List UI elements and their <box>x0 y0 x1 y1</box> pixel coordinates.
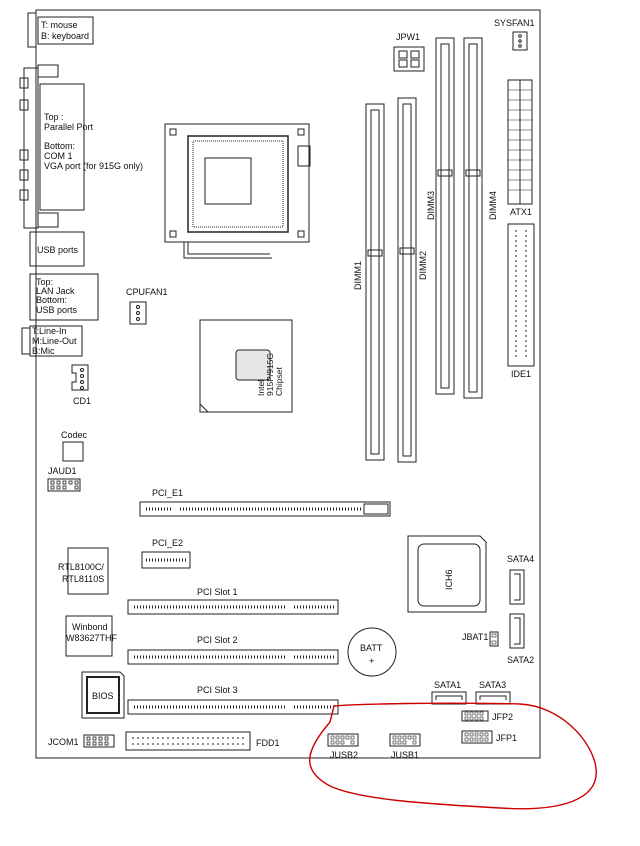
jfp2-header: JFP2 <box>461 710 513 722</box>
line-out-label: M:Line-Out <box>32 336 77 346</box>
sata4-connector: SATA4 <box>507 554 534 605</box>
parallel-bottom-label: Bottom: <box>44 141 75 151</box>
jaud1-label: JAUD1 <box>48 466 77 476</box>
jbat1-label: JBAT1 <box>462 632 488 642</box>
sata4-label: SATA4 <box>507 554 534 564</box>
fdd1-label: FDD1 <box>256 738 280 748</box>
board-outline <box>35 9 541 759</box>
cd1-label: CD1 <box>73 396 91 406</box>
com1-label: COM 1 <box>44 151 73 161</box>
dimm1-label: DIMM1 <box>353 261 363 290</box>
jusb1-label: JUSB1 <box>391 750 419 760</box>
cd1-connector: CD1 <box>71 364 91 406</box>
parallel-com-vga-port: Top : Parallel Port Bottom: COM 1 VGA po… <box>19 64 143 229</box>
cpu-socket <box>164 123 311 259</box>
pci-e1-label: PCI_E1 <box>152 488 183 498</box>
pci-e2-slot: PCI_E2 <box>141 538 191 569</box>
cpufan1-label: CPUFAN1 <box>126 287 168 297</box>
pci-slot3-label: PCI Slot 3 <box>197 685 238 695</box>
codec-label: Codec <box>61 430 88 440</box>
highlight-annotation <box>309 702 597 810</box>
pci-slot-1: PCI Slot 1 <box>127 587 339 615</box>
sata1-label: SATA1 <box>434 680 461 690</box>
bios-label: BIOS <box>92 691 114 701</box>
jfp2-label: JFP2 <box>492 712 513 722</box>
mic-label: B:Mic <box>32 346 55 356</box>
parallel-port-label: Parallel Port <box>44 122 94 132</box>
line-in-label: T:Line-In <box>32 326 67 336</box>
chipset-label-3: Chipset <box>274 367 284 396</box>
lan-top-label: Top: <box>36 277 53 287</box>
batt-label: BATT <box>360 643 383 653</box>
jbat1-jumper: JBAT1 <box>462 631 499 647</box>
vga-label: VGA port (for 915G only) <box>44 161 143 171</box>
lan-controller-chip: RTL8100C/ RTL8110S <box>58 547 109 595</box>
bios-chip: BIOS <box>81 671 125 719</box>
ich6-label: ICH6 <box>444 569 454 590</box>
atx1-label: ATX1 <box>510 207 532 217</box>
batt-plus-label: + <box>369 656 374 666</box>
sata3-label: SATA3 <box>479 680 506 690</box>
sata2-connector: SATA2 <box>507 613 534 665</box>
jaud1-header: JAUD1 <box>47 466 81 492</box>
rtl-label-1: RTL8100C/ <box>58 562 104 572</box>
jpw1-label: JPW1 <box>396 32 420 42</box>
dimm2-label: DIMM2 <box>418 251 428 280</box>
pci-e2-label: PCI_E2 <box>152 538 183 548</box>
super-io-chip: Winbond W83627THF <box>65 615 118 657</box>
battery: BATT + <box>347 627 397 677</box>
chipset-label-2: 915P/915G <box>265 353 275 396</box>
codec-chip: Codec <box>61 430 88 462</box>
audio-jacks: T:Line-In M:Line-Out B:Mic <box>21 325 83 357</box>
ide1-connector: IDE1 <box>507 223 535 379</box>
keyboard-label: B: keyboard <box>41 31 89 41</box>
sysfan1-connector: SYSFAN1 <box>494 18 535 51</box>
winbond-label-2: W83627THF <box>66 633 118 643</box>
southbridge-ich6: ICH6 <box>407 535 487 613</box>
northbridge-chipset: Intel 915P/915G Chipset <box>199 319 293 413</box>
winbond-label-1: Winbond <box>72 622 108 632</box>
pci-e1-slot: PCI_E1 <box>139 488 391 517</box>
jfp1-header: JFP1 <box>461 730 517 744</box>
pci-slot1-label: PCI Slot 1 <box>197 587 238 597</box>
dimm2-slot: DIMM2 <box>397 97 428 463</box>
jcom1-label: JCOM1 <box>48 737 79 747</box>
jfp1-label: JFP1 <box>496 733 517 743</box>
jusb1-header: JUSB1 <box>389 733 421 760</box>
dimm3-label: DIMM3 <box>426 191 436 220</box>
pci-slot-2: PCI Slot 2 <box>127 635 339 665</box>
usb-ports: USB ports <box>29 231 85 267</box>
rtl-label-2: RTL8110S <box>62 574 104 584</box>
chipset-label-1: Intel <box>256 380 266 396</box>
dimm1-slot: DIMM1 <box>353 103 385 461</box>
jusb2-header: JUSB2 <box>327 733 359 760</box>
dimm3-slot: DIMM3 <box>426 37 455 395</box>
mouse-label: T: mouse <box>41 20 78 30</box>
sata1-connector: SATA1 <box>431 680 467 705</box>
lan-bottom-label: Bottom: <box>36 295 67 305</box>
pci-slot-3: PCI Slot 3 <box>127 685 339 715</box>
sysfan1-label: SYSFAN1 <box>494 18 535 28</box>
dimm4-label: DIMM4 <box>488 191 498 220</box>
lan-usb-label: USB ports <box>36 305 78 315</box>
lan-jack-label: LAN Jack <box>36 286 75 296</box>
pci-slot2-label: PCI Slot 2 <box>197 635 238 645</box>
dimm4-slot: DIMM4 <box>463 37 498 399</box>
jpw1-connector: JPW1 <box>393 32 425 72</box>
lan-usb-ports: Top: LAN Jack Bottom: USB ports <box>29 273 99 321</box>
parallel-top-label: Top : <box>44 112 64 122</box>
fdd1-connector: FDD1 <box>125 731 280 751</box>
jcom1-header: JCOM1 <box>48 734 115 748</box>
mouse-keyboard-port: T: mouse B: keyboard <box>27 12 94 48</box>
ide1-label: IDE1 <box>511 369 531 379</box>
atx1-power-connector: ATX1 <box>507 79 533 217</box>
sata2-label: SATA2 <box>507 655 534 665</box>
jusb2-label: JUSB2 <box>330 750 358 760</box>
cpufan1-connector: CPUFAN1 <box>126 287 168 325</box>
usb-ports-label: USB ports <box>37 245 79 255</box>
